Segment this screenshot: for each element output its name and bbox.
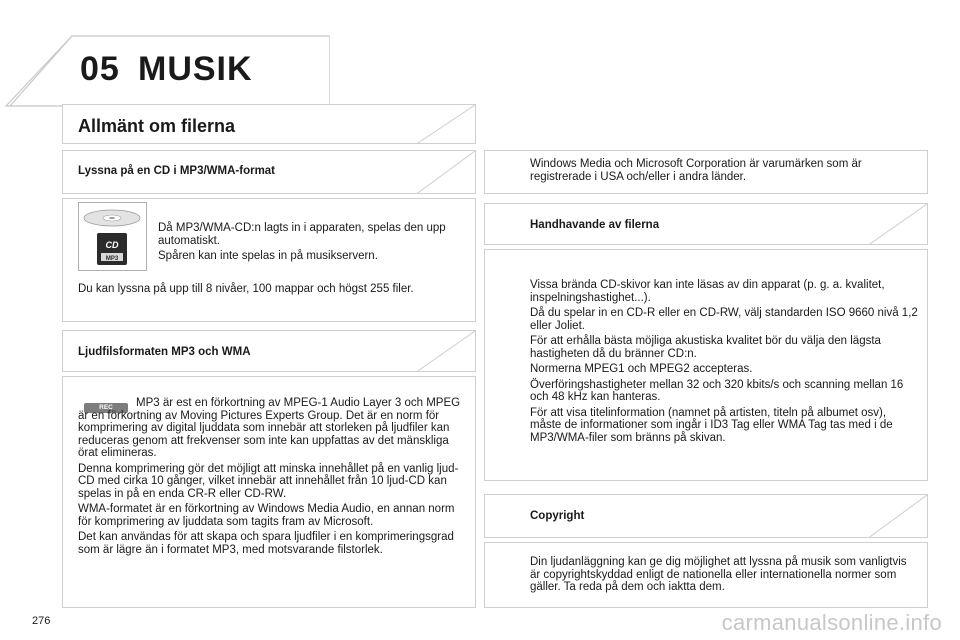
formats-paragraphs: MP3 är est en förkortning av MPEG-1 Audi… (78, 397, 468, 559)
copyright-heading-box (484, 494, 928, 538)
rec-badge: REC (84, 403, 128, 413)
copyright-panel (484, 542, 928, 608)
formats-panel (62, 376, 476, 608)
cd-paragraph: Då MP3/WMA-CD:n lagts in i apparaten, sp… (158, 222, 446, 247)
watermark: carmanualsonline.info (721, 610, 942, 635)
copyright-heading: Copyright (530, 510, 585, 522)
formats-paragraph: Det kan användas för att skapa och spara… (78, 531, 454, 556)
formats-paragraph: Denna komprimering gör det möjligt att m… (78, 462, 459, 500)
handling-panel (484, 249, 928, 481)
cd-mp3-icon: CD MP3 (78, 202, 147, 271)
chapter-number: 05 (80, 50, 120, 88)
cd-paragraphs: Då MP3/WMA-CD:n lagts in i apparaten, sp… (158, 222, 463, 266)
chapter-tab (0, 34, 330, 108)
svg-text:MP3: MP3 (106, 256, 119, 262)
handling-paragraph: Normerna MPEG1 och MPEG2 accepteras. (530, 363, 753, 375)
formats-paragraph: WMA-formatet är en förkortning av Window… (78, 503, 455, 528)
chapter-title: MUSIK (138, 50, 253, 88)
handling-heading-box (484, 203, 928, 245)
formats-heading: Ljudfilsformaten MP3 och WMA (78, 346, 251, 358)
handling-paragraph: Vissa brända CD-skivor kan inte läsas av… (530, 279, 885, 304)
handling-heading: Handhavande av filerna (530, 219, 660, 231)
copyright-text: Din ljudanläggning kan ge dig möjlighet … (530, 556, 907, 593)
handling-paragraph: Då du spelar in en CD-R eller en CD-RW, … (530, 307, 918, 332)
formats-paragraph-mp3: MP3 är est en förkortning av MPEG-1 Audi… (78, 397, 468, 460)
section-title: Allmänt om filerna (78, 116, 236, 136)
cd-heading-box (62, 150, 476, 194)
page-number: 276 (32, 615, 51, 627)
trademark-text: Windows Media och Microsoft Corporation … (530, 158, 862, 183)
handling-paragraph: Överföringshastigheter mellan 32 och 320… (530, 378, 904, 404)
cd-heading: Lyssna på en CD i MP3/WMA-format (78, 165, 276, 177)
section-title-box (62, 104, 476, 144)
handling-paragraphs: Vissa brända CD-skivor kan inte läsas av… (530, 279, 918, 447)
handling-paragraph: För att erhålla bästa möjliga akustiska … (530, 335, 881, 360)
svg-text:CD: CD (106, 240, 119, 250)
formats-paragraph-mp3-text: MP3 är est en förkortning av MPEG-1 Audi… (78, 397, 461, 459)
formats-heading-box (62, 330, 476, 372)
trademark-panel (484, 150, 928, 194)
cd-note: Du kan lyssna på upp till 8 nivåer, 100 … (78, 283, 414, 295)
cd-paragraph: Spåren kan inte spelas in på musikserver… (158, 250, 378, 262)
handling-paragraph: För att visa titelinformation (namnet på… (530, 406, 893, 444)
